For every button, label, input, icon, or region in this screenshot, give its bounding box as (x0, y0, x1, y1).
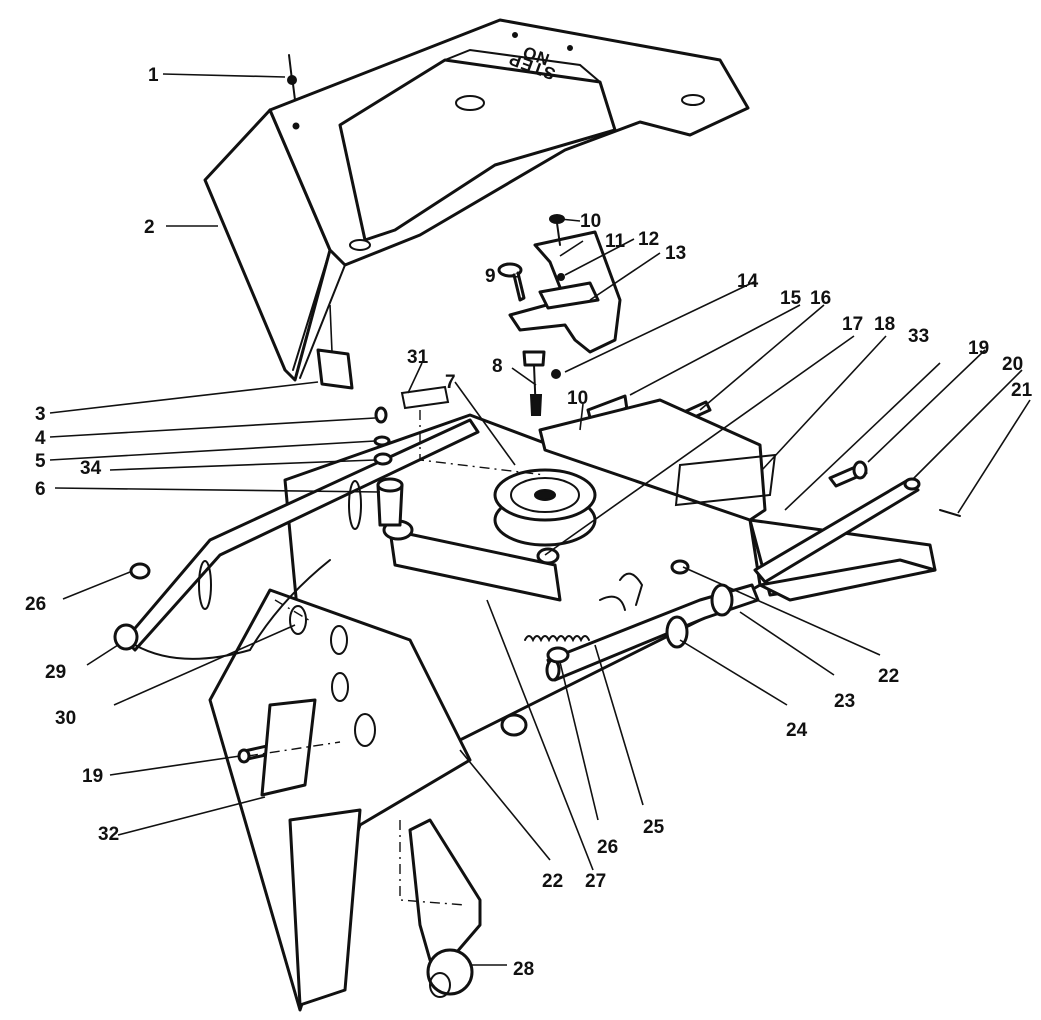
label-26-lower: 26 (597, 837, 618, 858)
label-10-mid: 10 (567, 388, 588, 409)
label-31: 31 (407, 347, 429, 368)
label-9: 9 (485, 266, 496, 287)
label-19-lower: 19 (82, 766, 103, 787)
label-1: 1 (148, 65, 159, 86)
label-18: 18 (874, 314, 895, 335)
pulley (493, 468, 597, 547)
label-11: 11 (605, 231, 626, 252)
lever-28 (399, 818, 482, 998)
idler-arm (382, 519, 562, 602)
label-27: 27 (585, 871, 606, 892)
label-22-lower: 22 (542, 871, 563, 892)
label-6: 6 (35, 479, 46, 500)
label-4: 4 (35, 428, 46, 449)
label-23: 23 (834, 691, 855, 712)
label-26-left: 26 (25, 594, 46, 615)
label-29: 29 (45, 662, 66, 683)
top-cover: NO STEP (203, 18, 750, 382)
label-28: 28 (513, 959, 534, 980)
label-33: 33 (908, 326, 929, 347)
label-14: 14 (737, 271, 759, 292)
label-7: 7 (445, 372, 456, 393)
bolt-8 (522, 350, 546, 416)
label-22-right: 22 (878, 666, 899, 687)
label-20: 20 (1002, 354, 1023, 375)
label-24: 24 (786, 720, 808, 741)
label-19-top: 19 (968, 338, 989, 359)
label-17: 17 (842, 314, 863, 335)
label-3: 3 (35, 404, 46, 425)
label-21: 21 (1011, 380, 1033, 401)
label-5: 5 (35, 451, 46, 472)
label-34: 34 (80, 458, 102, 479)
screw-1 (287, 54, 297, 101)
callout-labels: 1 2 3 4 5 6 7 8 9 10 10 11 12 13 14 15 1… (25, 65, 1033, 980)
label-13: 13 (665, 243, 686, 264)
label-2: 2 (144, 217, 155, 238)
label-32: 32 (98, 824, 119, 845)
label-10-top: 10 (580, 211, 601, 232)
spring (524, 635, 590, 643)
bracket-assembly (508, 214, 622, 354)
label-15: 15 (780, 288, 802, 309)
spacer-6 (376, 477, 404, 527)
label-30: 30 (55, 708, 76, 729)
cover-plate (316, 348, 354, 390)
label-25: 25 (643, 817, 665, 838)
bolt-9 (497, 262, 526, 302)
shaft-20 (753, 477, 921, 584)
label-12: 12 (638, 229, 659, 250)
label-16: 16 (810, 288, 831, 309)
leader-lines (49, 73, 1031, 966)
label-8: 8 (492, 356, 503, 377)
